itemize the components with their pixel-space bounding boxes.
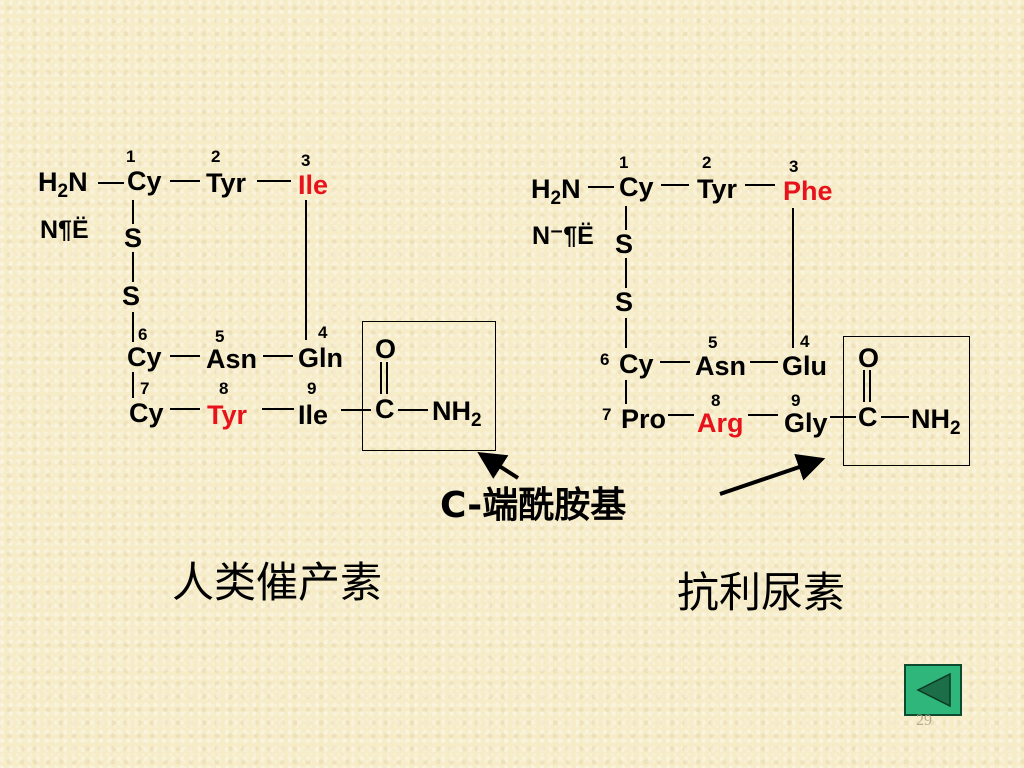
left-residue-3: Ile: [298, 170, 329, 200]
right-residue-8: Arg: [697, 408, 744, 438]
right-bond: [661, 184, 689, 186]
left-bond: [132, 200, 134, 224]
right-residue-7: Pro: [621, 404, 667, 434]
right-residue-2-number: 2: [702, 153, 712, 172]
left-n-terminus: H2N: [38, 167, 88, 202]
left-amide-nh2: NH2: [432, 396, 482, 431]
right-residue-7-number: 7: [602, 405, 612, 424]
right-garbled-text: N⁻¶Ë: [532, 222, 594, 250]
left-amide-box: [362, 321, 496, 451]
left-bond: [257, 180, 291, 182]
right-bond: [792, 208, 794, 348]
left-residue-4-number: 4: [318, 323, 328, 342]
left-residue-1-number: 1: [126, 147, 136, 166]
right-bond: [625, 206, 627, 230]
right-residue-8-number: 8: [711, 391, 721, 410]
left-bond: [341, 409, 371, 411]
right-residue-4-number: 4: [800, 332, 810, 351]
left-sulfur-1: S: [124, 223, 143, 253]
right-sulfur-2: S: [615, 287, 634, 317]
right-amide-box: [843, 336, 970, 466]
right-residue-9: Gly: [784, 408, 828, 438]
page-number: 29: [916, 712, 932, 729]
left-bond: [132, 372, 134, 398]
left-residue-6: Cy: [127, 342, 162, 372]
left-residue-3-number: 3: [301, 151, 311, 170]
right-bond: [625, 318, 627, 348]
right-residue-9-number: 9: [791, 391, 801, 410]
left-residue-5-number: 5: [215, 327, 225, 346]
left-bond: [132, 252, 134, 282]
right-bond: [863, 370, 865, 402]
triangle-left-icon: [916, 672, 951, 708]
left-residue-9-number: 9: [307, 379, 317, 398]
left-sulfur-2: S: [122, 281, 141, 311]
right-residue-5: Asn: [695, 351, 747, 381]
right-molecule-title: 抗利尿素: [677, 568, 846, 617]
left-residue-9: Ile: [298, 400, 329, 430]
right-n-terminus: H2N: [531, 174, 581, 209]
previous-slide-button[interactable]: [904, 664, 962, 716]
c-terminal-amide-label: C-端酰胺基: [440, 485, 627, 526]
right-amide-carbon: C: [858, 402, 878, 432]
left-residue-6-number: 6: [138, 325, 148, 344]
left-residue-2: Tyr: [206, 168, 247, 198]
right-bond: [830, 416, 856, 418]
left-residue-8: Tyr: [207, 400, 248, 430]
left-arrow: [477, 451, 520, 480]
left-bond: [380, 362, 382, 394]
right-bond: [881, 416, 909, 418]
right-bond: [625, 380, 627, 404]
right-amide-nh2: NH2: [911, 404, 961, 439]
right-bond: [625, 258, 627, 288]
right-bond: [668, 414, 694, 416]
left-bond: [170, 355, 200, 357]
right-bond: [750, 361, 778, 363]
left-bond: [98, 182, 124, 184]
left-residue-2-number: 2: [211, 147, 221, 166]
left-residue-5: Asn: [206, 344, 258, 374]
left-bond: [170, 408, 200, 410]
right-residue-6: Cy: [619, 349, 654, 379]
left-bond: [386, 362, 388, 394]
right-bond: [748, 414, 778, 416]
left-residue-7-number: 7: [140, 379, 150, 398]
left-bond: [170, 180, 200, 182]
right-residue-1: Cy: [619, 172, 654, 202]
left-bond: [398, 409, 428, 411]
right-residue-6-number: 6: [600, 350, 610, 369]
left-residue-7: Cy: [129, 398, 164, 428]
right-residue-1-number: 1: [619, 153, 629, 172]
left-amide-oxygen: O: [375, 334, 397, 364]
left-residue-1: Cy: [127, 166, 162, 196]
right-residue-3: Phe: [783, 176, 833, 206]
right-sulfur-1: S: [615, 229, 634, 259]
left-residue-8-number: 8: [219, 379, 229, 398]
right-residue-3-number: 3: [789, 157, 799, 176]
left-bond: [263, 355, 293, 357]
right-bond: [745, 184, 775, 186]
right-residue-5-number: 5: [708, 333, 718, 352]
right-residue-4: Glu: [782, 351, 827, 381]
right-amide-oxygen: O: [858, 343, 880, 373]
right-bond: [869, 370, 871, 402]
left-bond: [132, 312, 134, 342]
right-arrow: [719, 453, 826, 496]
right-residue-2: Tyr: [697, 174, 738, 204]
left-bond: [262, 408, 294, 410]
left-molecule-title: 人类催产素: [172, 558, 383, 607]
left-residue-4: Gln: [298, 343, 343, 373]
left-garbled-text: N¶Ë: [40, 216, 89, 244]
left-bond: [305, 200, 307, 340]
right-bond: [588, 186, 614, 188]
right-bond: [660, 361, 690, 363]
left-amide-carbon: C: [375, 394, 395, 424]
